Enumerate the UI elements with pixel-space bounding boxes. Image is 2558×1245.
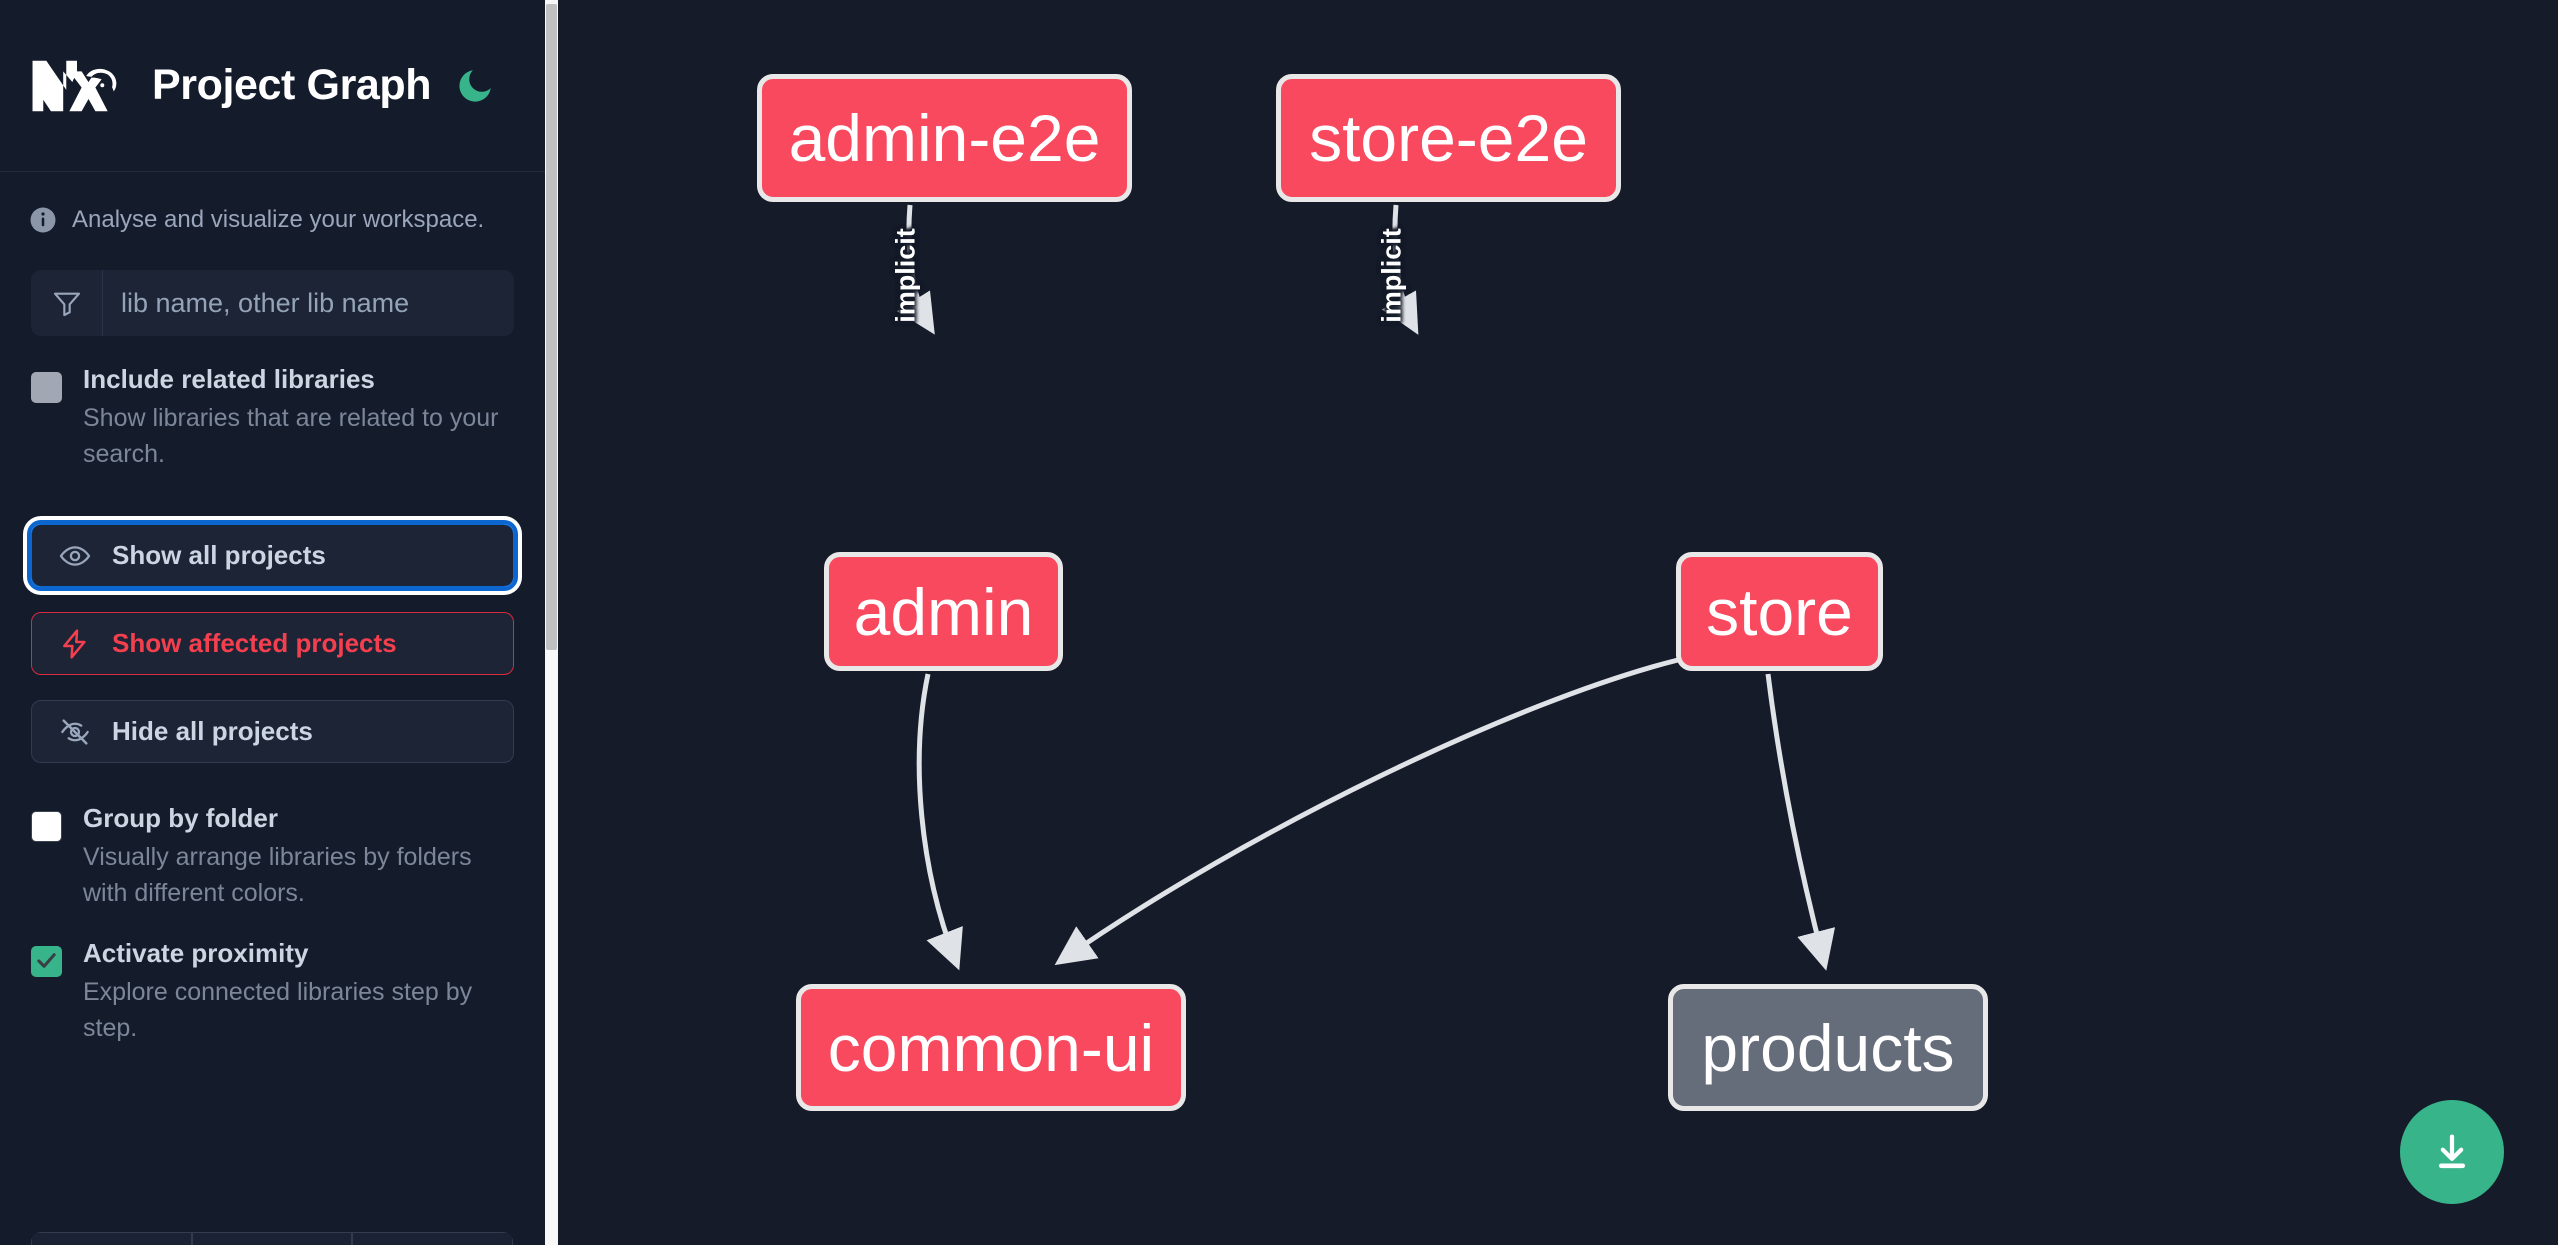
option-description: Visually arrange libraries by folders wi… xyxy=(83,843,472,907)
sidebar-header: Project Graph xyxy=(0,0,545,172)
bottom-segment-2[interactable] xyxy=(191,1232,353,1245)
include-related-libraries-checkbox[interactable] xyxy=(31,372,62,403)
edge-store-to-products xyxy=(1765,673,1836,971)
nx-logo-icon xyxy=(31,56,123,116)
graph-node-store[interactable]: store xyxy=(1676,552,1883,671)
option-label: Group by folder xyxy=(83,803,278,833)
edge-admin-e2e-to-admin xyxy=(896,204,935,335)
check-icon xyxy=(37,953,56,968)
graph-node-admin[interactable]: admin xyxy=(824,552,1063,671)
download-icon xyxy=(2438,1134,2466,1169)
show-affected-projects-button[interactable]: Show affected projects xyxy=(31,612,514,675)
search-row xyxy=(31,270,514,336)
sidebar-content: Project Graph Analyse and visualize your… xyxy=(0,0,545,1245)
option-include-related-libraries[interactable]: Include related libraries Show libraries… xyxy=(31,366,514,472)
sidebar-body: Include related libraries Show libraries… xyxy=(0,270,545,1046)
option-texts: Activate proximity Explore connected lib… xyxy=(83,940,514,1046)
hide-all-projects-label: Hide all projects xyxy=(112,716,313,746)
option-activate-proximity[interactable]: Activate proximity Explore connected lib… xyxy=(31,940,514,1046)
project-visibility-buttons: Show all projects Show affected projects xyxy=(27,520,518,763)
group-by-folder-checkbox[interactable] xyxy=(31,811,62,842)
bottom-button-group[interactable] xyxy=(31,1232,513,1245)
sidebar-scrollbar[interactable] xyxy=(545,0,558,1245)
show-all-projects-button[interactable]: Show all projects xyxy=(27,520,518,591)
option-label: Include related libraries xyxy=(83,364,375,394)
hide-all-projects-button[interactable]: Hide all projects xyxy=(31,700,514,763)
lightning-icon xyxy=(58,627,92,661)
show-all-projects-label: Show all projects xyxy=(112,540,326,570)
graph-node-admin-e2e[interactable]: admin-e2e xyxy=(757,74,1132,202)
search-input[interactable] xyxy=(103,270,514,336)
sidebar-scrollbar-thumb[interactable] xyxy=(546,4,557,650)
workspace-note: Analyse and visualize your workspace. xyxy=(0,172,545,267)
activate-proximity-checkbox[interactable] xyxy=(31,946,62,977)
filter-icon xyxy=(31,270,103,336)
project-graph-canvas[interactable]: admin-e2e store-e2e admin store common-u… xyxy=(558,0,2558,1245)
option-description: Show libraries that are related to your … xyxy=(83,404,499,468)
edge-admin-to-common-ui xyxy=(916,673,963,971)
eye-icon xyxy=(58,539,92,573)
eye-slash-icon xyxy=(58,715,92,749)
edge-store-e2e-to-store xyxy=(1381,204,1419,335)
workspace-note-text: Analyse and visualize your workspace. xyxy=(72,205,485,233)
graph-node-products[interactable]: products xyxy=(1668,984,1988,1111)
bottom-segment-1[interactable] xyxy=(31,1232,192,1245)
info-icon xyxy=(28,205,58,235)
graph-edges xyxy=(896,204,1836,971)
page-title: Project Graph xyxy=(152,61,432,109)
show-affected-projects-label: Show affected projects xyxy=(112,628,397,658)
moon-icon[interactable] xyxy=(453,64,497,108)
bottom-segment-3[interactable] xyxy=(352,1232,513,1245)
option-texts: Include related libraries Show libraries… xyxy=(83,366,514,472)
edge-store-to-common-ui xyxy=(1054,657,1679,966)
graph-node-common-ui[interactable]: common-ui xyxy=(796,984,1186,1111)
option-texts: Group by folder Visually arrange librari… xyxy=(83,805,514,911)
option-group-by-folder[interactable]: Group by folder Visually arrange librari… xyxy=(31,805,514,911)
option-label: Activate proximity xyxy=(83,938,309,968)
sidebar: Project Graph Analyse and visualize your… xyxy=(0,0,558,1245)
graph-node-store-e2e[interactable]: store-e2e xyxy=(1276,74,1621,202)
option-description: Explore connected libraries step by step… xyxy=(83,978,473,1042)
download-button[interactable] xyxy=(2400,1100,2504,1204)
